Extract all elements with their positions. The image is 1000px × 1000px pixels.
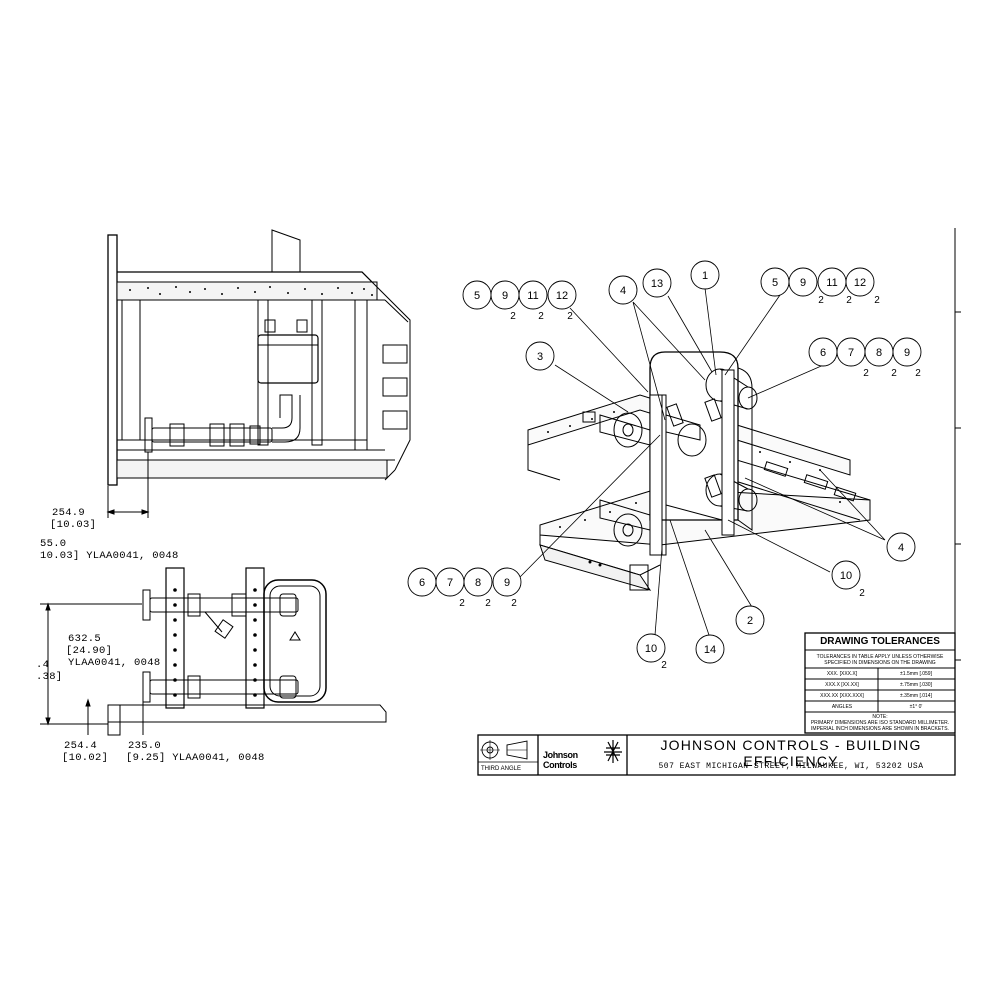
- tolerance-format: XXX.X [XX.XX]: [825, 682, 859, 688]
- title-block: [477, 734, 956, 776]
- company-address: 507 EAST MICHIGAN STREET, MILWAUKEE, WI,…: [658, 762, 924, 771]
- tolerance-value: ±1.5mm [.059]: [900, 671, 932, 677]
- side-view-dim-d: 235.0: [128, 740, 162, 752]
- top-view-dim-a: 254.9: [52, 507, 86, 519]
- top-view-dim-a-imperial: [10.03]: [50, 519, 97, 531]
- tolerances-note: NOTE: PRIMARY DIMENSIONS ARE ISO STANDAR…: [810, 714, 950, 732]
- top-view-drawing: [106, 229, 411, 518]
- side-view-dim-b-partial: .4: [36, 659, 50, 671]
- isometric-assembly: [527, 351, 871, 591]
- leader-lines: [519, 287, 886, 639]
- side-view-dim-a-note: YLAA0041, 0048: [68, 657, 161, 669]
- tolerance-format: ANGLES: [831, 704, 853, 710]
- tolerance-value: ±1° 0': [909, 704, 923, 710]
- tolerance-format: XXX. [XXX.X]: [826, 671, 858, 677]
- balloon-circles: [407, 260, 922, 664]
- side-view-drawing: [40, 567, 387, 736]
- tolerance-table: [804, 632, 956, 734]
- side-view-dim-a-imperial: [24.90]: [66, 645, 113, 657]
- top-view-dim-b-note: 10.03] YLAA0041, 0048: [40, 550, 179, 562]
- side-view-dim-a: 632.5: [68, 633, 102, 645]
- logo-line-2: Controls: [543, 760, 577, 770]
- side-view-dim-b-partial-imperial: .38]: [36, 671, 63, 683]
- side-view-dim-c: 254.4: [64, 740, 98, 752]
- projection-label: THIRD ANGLE: [481, 766, 522, 772]
- tolerances-title: DRAWING TOLERANCES: [820, 636, 940, 647]
- logo-line-1: Johnson: [543, 750, 578, 760]
- tolerances-intro: TOLERANCES IN TABLE APPLY UNLESS OTHERWI…: [816, 654, 944, 666]
- tolerance-value: ±.35mm [.014]: [900, 693, 932, 699]
- tolerance-value: ±.75mm [.030]: [900, 682, 932, 688]
- side-view-dim-c-imperial: [10.02]: [62, 752, 109, 764]
- company-logo-text: Johnson Controls: [543, 750, 578, 770]
- logo-mark: [604, 740, 622, 763]
- tolerance-format: XXX.XX [XXX.XXX]: [820, 693, 864, 699]
- company-name: JOHNSON CONTROLS - BUILDING EFFICIENCY: [660, 737, 922, 769]
- top-view-dim-b: 55.0: [40, 538, 67, 550]
- side-view-dim-d-note: [9.25] YLAA0041, 0048: [126, 752, 265, 764]
